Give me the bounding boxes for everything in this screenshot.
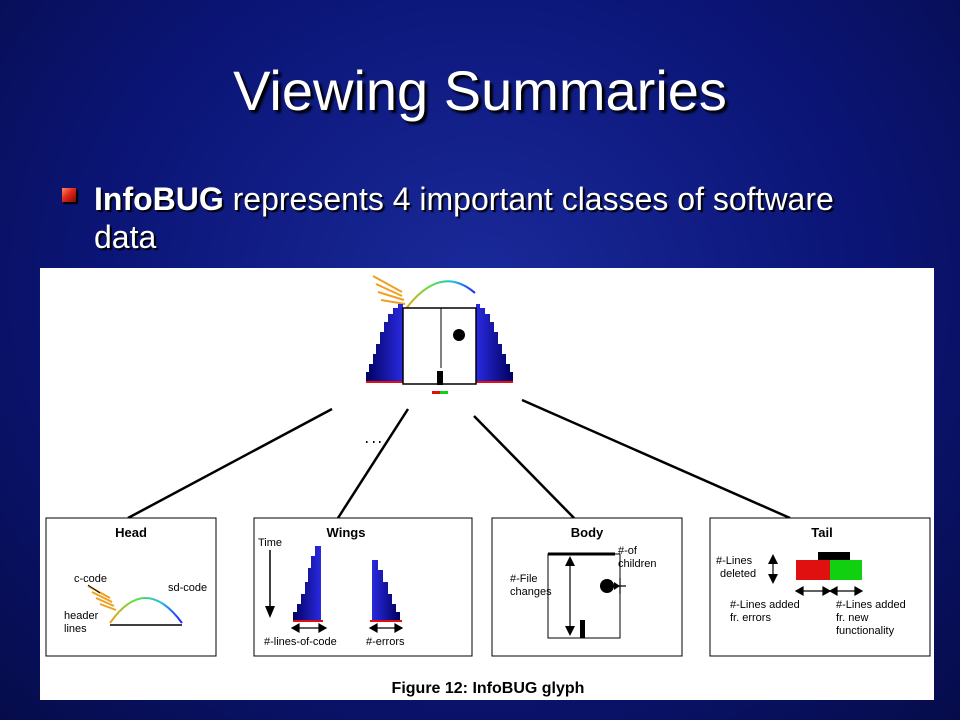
glyph-tail-green	[440, 391, 448, 394]
bullet-text: InfoBUG represents 4 important classes o…	[94, 180, 854, 256]
glyph-body-dot	[453, 329, 465, 341]
tiny-marks	[366, 441, 381, 443]
infobug-diagram: Head c-code sd-code header lines Wings T…	[45, 275, 931, 697]
panel-wings: Wings Time #-lines-of-code #-errors	[253, 517, 473, 657]
slide-title: Viewing Summaries	[233, 59, 727, 122]
panel-head-title: Head	[115, 525, 147, 540]
glyph-body-bar	[437, 371, 443, 385]
glyph-right-wing	[476, 304, 513, 382]
bullet-bold-term: InfoBUG	[94, 181, 224, 217]
panel-body: Body #-of children #-File changes	[491, 517, 683, 657]
tail-red-block	[796, 560, 830, 580]
bullet-square-icon	[62, 188, 76, 202]
tail-label-functionality: functionality	[836, 625, 895, 637]
body-label-children: children	[618, 558, 657, 570]
wings-label-lines-of-code: #-lines-of-code	[264, 636, 337, 648]
wings-label-time: Time	[258, 537, 282, 549]
tail-label-deleted: deleted	[720, 568, 756, 580]
panel-wings-title: Wings	[327, 525, 366, 540]
glyph-tail-red	[432, 391, 440, 394]
figure-caption: Figure 12: InfoBUG glyph	[392, 680, 585, 697]
panel-tail-title: Tail	[811, 525, 832, 540]
tail-label-added-errors: #-Lines added	[730, 599, 800, 611]
tail-label-fr-new: fr. new	[836, 612, 868, 624]
infobug-figure: Head c-code sd-code header lines Wings T…	[40, 268, 934, 700]
head-label-header: header	[64, 610, 99, 622]
panel-tail: Tail #-Lines deleted #-Lines added fr. e…	[709, 517, 931, 657]
panel-head: Head c-code sd-code header lines	[45, 517, 217, 657]
wings-label-errors: #-errors	[366, 636, 405, 648]
body-label-file: #-File	[510, 573, 538, 585]
tail-label-fr-errors: fr. errors	[730, 612, 771, 624]
connector-lines	[127, 398, 791, 520]
wings-left-wing	[293, 546, 321, 620]
glyph-head-rays	[372, 275, 406, 305]
infobug-glyph	[366, 275, 513, 394]
body-label-of: #-of	[618, 545, 638, 557]
wings-right-wing	[372, 560, 400, 620]
head-label-c-code: c-code	[74, 573, 107, 585]
body-label-changes: changes	[510, 586, 552, 598]
glyph-left-wing	[366, 304, 403, 382]
tail-label-added-new: #-Lines added	[836, 599, 906, 611]
bullet-rest: represents 4 important classes of softwa…	[94, 181, 834, 255]
tail-green-block	[830, 560, 862, 580]
glyph-head-arc	[404, 280, 476, 311]
tail-label-lines: #-Lines	[716, 555, 753, 567]
head-label-lines: lines	[64, 623, 87, 635]
panel-body-title: Body	[571, 525, 604, 540]
head-label-sd-code: sd-code	[168, 582, 207, 594]
tail-black-bar	[818, 552, 850, 560]
